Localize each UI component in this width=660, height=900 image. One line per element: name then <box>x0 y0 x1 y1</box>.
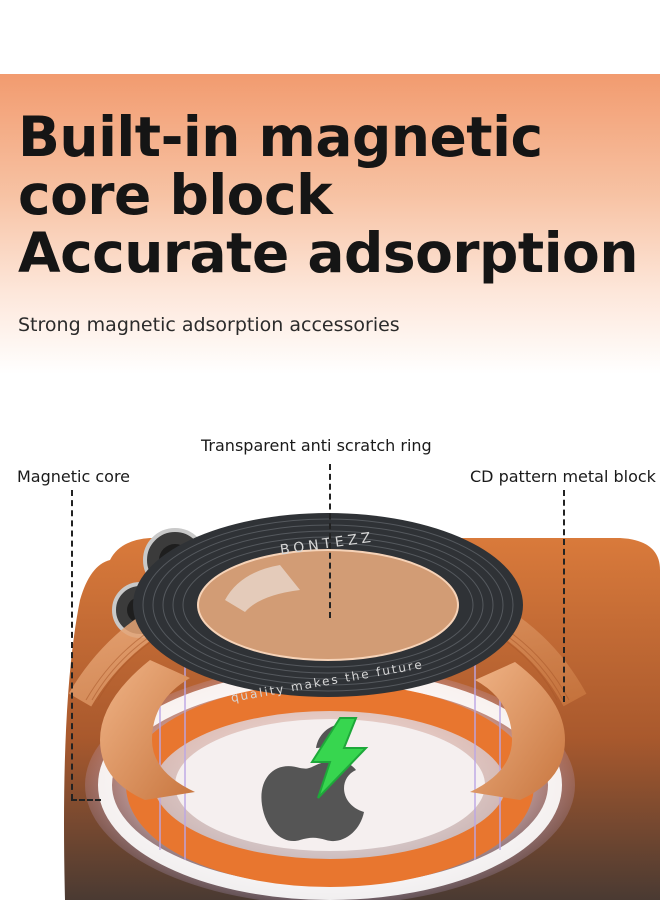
subheadline: Strong magnetic adsorption accessories <box>18 314 400 336</box>
hero-gradient-band <box>0 74 660 374</box>
core-leader-line <box>71 490 73 800</box>
ring-leader-line <box>329 464 331 618</box>
callout-magnetic-core: Magnetic core <box>17 467 131 486</box>
anti-scratch-ring <box>133 513 523 697</box>
callout-anti-scratch-ring: Transparent anti scratch ring <box>201 436 432 455</box>
callout-metal-block: CD pattern metal block <box>470 467 656 486</box>
metal-leader-line <box>563 490 565 702</box>
apple-logo-icon <box>261 724 364 842</box>
core-leader-line-horizontal <box>71 799 101 801</box>
top-strip <box>0 0 660 74</box>
product-illustration: BONTEZZ quality makes the future <box>0 400 660 900</box>
headline: Built-in magnetic core block Accurate ad… <box>18 105 639 285</box>
headline-line-2: core block <box>18 163 333 227</box>
product-illustration-svg: BONTEZZ quality makes the future <box>64 513 660 900</box>
headline-line-3: Accurate adsorption <box>18 221 639 285</box>
lightning-bolt-icon <box>310 717 369 799</box>
headline-line-1: Built-in magnetic <box>18 105 543 169</box>
